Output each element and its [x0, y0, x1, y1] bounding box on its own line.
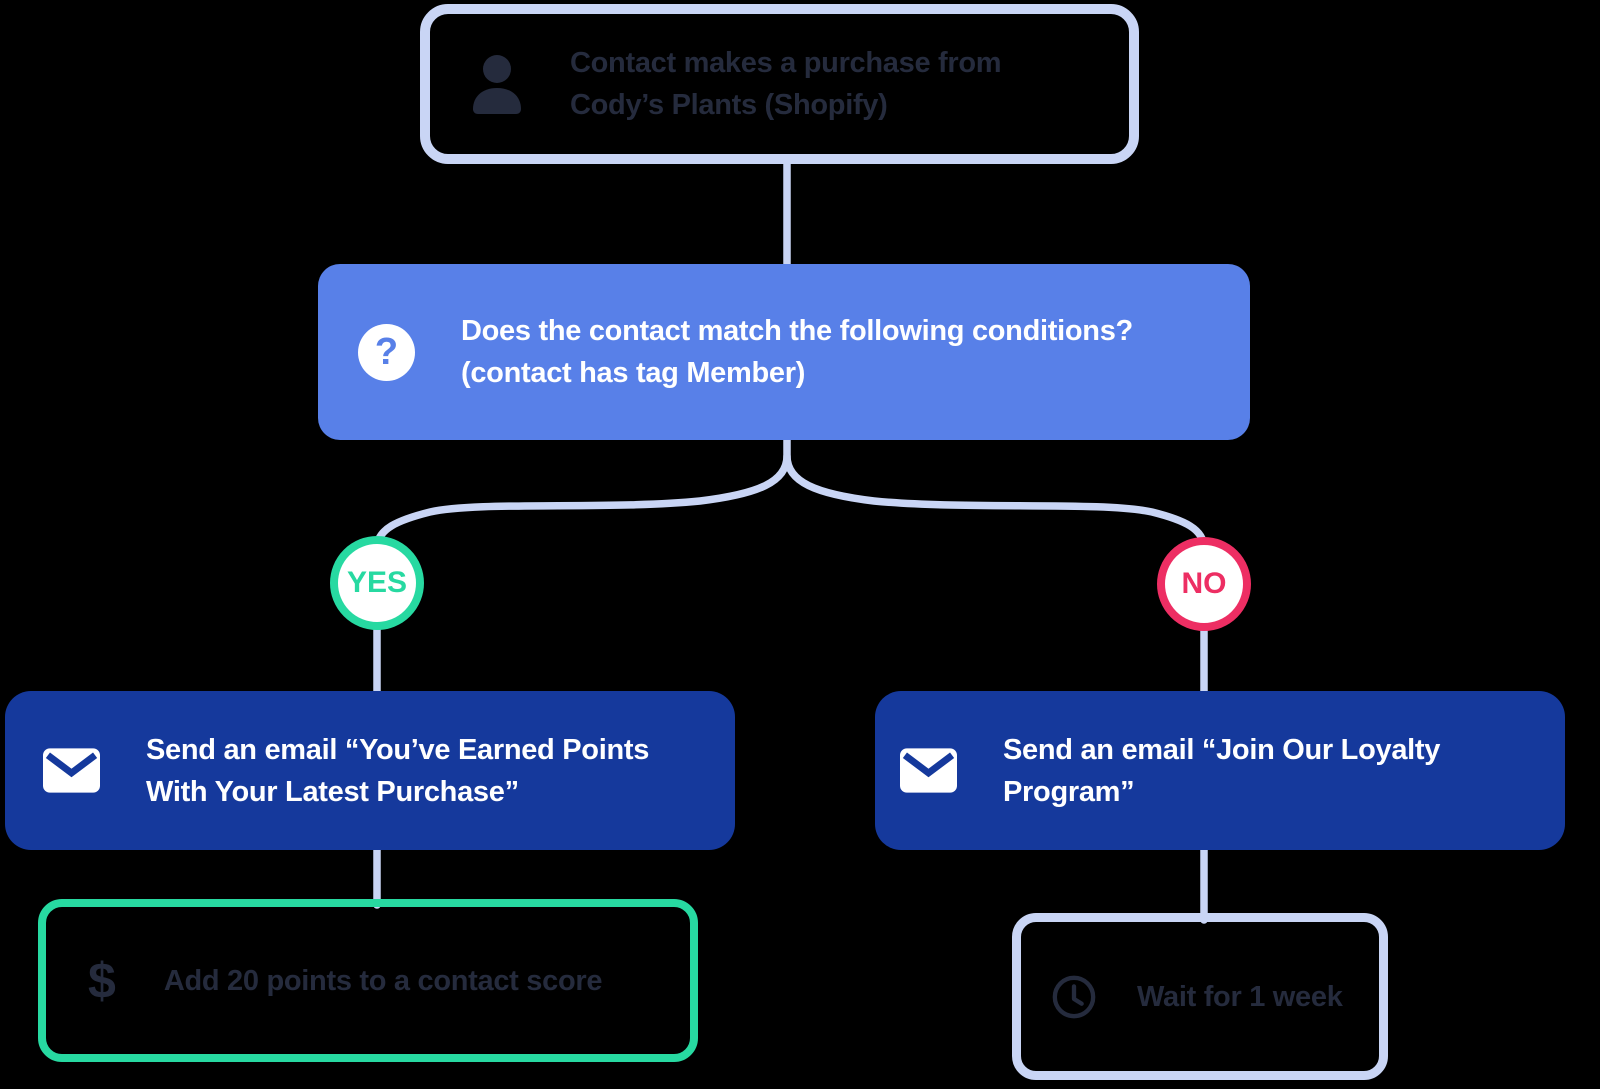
- node-add-contact-score[interactable]: $ Add 20 points to a contact score: [38, 899, 698, 1062]
- node-send-email-earned-points[interactable]: Send an email “You’ve Earned Points With…: [5, 691, 735, 850]
- email-yes-label: Send an email “You’ve Earned Points With…: [146, 733, 650, 808]
- clock-icon: [1051, 974, 1097, 1020]
- score-label: Add 20 points to a contact score: [163, 964, 603, 997]
- question-mark-icon: ?: [358, 323, 415, 381]
- envelope-icon: [43, 748, 100, 793]
- wait-label: Wait for 1 week: [1137, 980, 1343, 1013]
- connector-branch-right: [783, 452, 1208, 552]
- node-condition-member-tag[interactable]: ? Does the contact match the following c…: [318, 264, 1250, 440]
- connector-branch-left: [373, 436, 791, 552]
- dollar-icon: $: [88, 952, 116, 1009]
- trigger-label: Contact makes a purchase from Cody’s Pla…: [570, 47, 1002, 121]
- node-trigger-purchase[interactable]: Contact makes a purchase from Cody’s Pla…: [420, 4, 1139, 164]
- person-icon: [468, 53, 526, 115]
- yes-branch-badge: YES: [330, 536, 424, 630]
- no-branch-badge: NO: [1157, 537, 1251, 631]
- node-send-email-join-loyalty[interactable]: Send an email “Join Our Loyalty Program”: [875, 691, 1565, 850]
- email-no-label: Send an email “Join Our Loyalty Program”: [1003, 733, 1441, 808]
- node-wait-one-week[interactable]: Wait for 1 week: [1012, 913, 1388, 1080]
- envelope-icon: [900, 748, 957, 793]
- condition-label: Does the contact match the following con…: [461, 315, 1133, 389]
